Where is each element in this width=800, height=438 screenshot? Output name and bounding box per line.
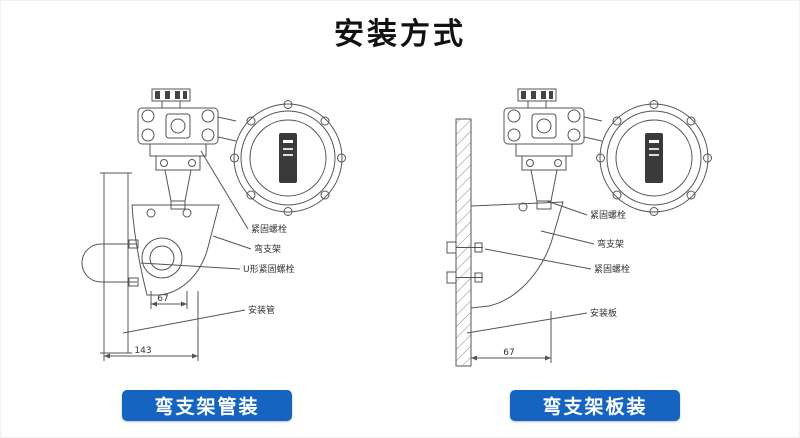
left-view: 紧固螺栓 弯支架 U形紧固螺栓 安装管 67 143: [81, 88, 346, 361]
dim-67-right: 67: [503, 348, 514, 358]
caption-pipe-mounting-label: 弯支架管装: [154, 396, 260, 418]
label-fastening-bolt-wall: 紧固螺栓: [594, 263, 630, 275]
bent-bracket-right: [470, 201, 564, 309]
caption-pipe-mounting-button[interactable]: 弯支架管装: [122, 390, 292, 421]
transmitter-right: [503, 88, 712, 216]
mounting-pipe: [100, 172, 132, 354]
caption-plate-mounting-label: 弯支架板装: [542, 396, 648, 418]
transmitter-left: [137, 88, 346, 216]
dimension-67-right: 67: [470, 311, 552, 363]
leader-lines-left: [122, 150, 252, 334]
label-fastening-bolt: 紧固螺栓: [251, 223, 287, 235]
dim-67-left: 67: [157, 294, 168, 304]
label-u-bolt: U形紧固螺栓: [243, 263, 295, 275]
label-fastening-bolt-top: 紧固螺栓: [590, 209, 626, 221]
mounting-plate: [455, 118, 472, 367]
u-bolt: [81, 239, 139, 287]
right-view: 紧固螺栓 弯支架 紧固螺栓 安装板 67: [446, 88, 712, 367]
dim-143: 143: [134, 346, 151, 356]
caption-plate-mounting-button[interactable]: 弯支架板装: [510, 390, 680, 421]
dimension-143: 143: [103, 291, 199, 361]
label-bent-bracket-right: 弯支架: [597, 238, 624, 250]
label-mounting-pipe: 安装管: [248, 304, 275, 316]
page-title: 安装方式: [334, 17, 466, 52]
wall-bolts: [446, 241, 483, 284]
leader-lines-right: [466, 200, 595, 334]
label-bent-bracket: 弯支架: [254, 243, 281, 255]
label-mounting-plate: 安装板: [590, 307, 617, 319]
dimension-67-left: 67: [150, 291, 188, 309]
bent-bracket-left: [131, 204, 220, 296]
